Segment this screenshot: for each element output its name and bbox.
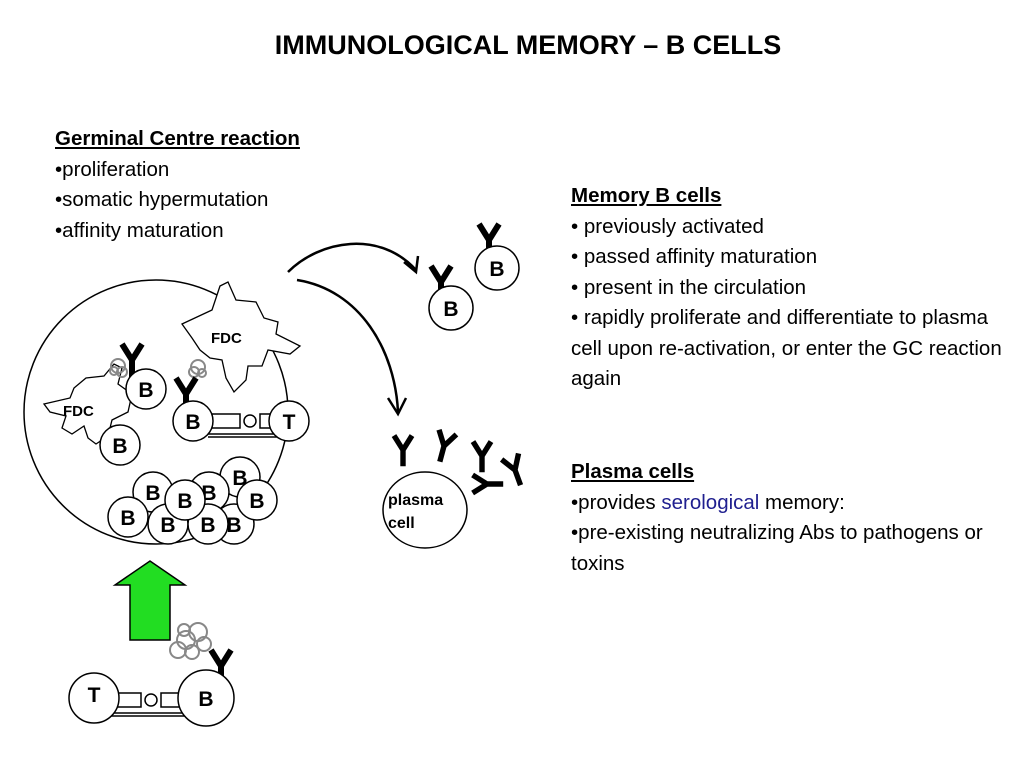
arrowhead-icon	[386, 397, 408, 417]
memory-item: • present in the circulation	[571, 275, 807, 299]
germinal-centre-text: Germinal Centre reaction •proliferation …	[55, 124, 300, 246]
antigen-icon	[109, 358, 128, 378]
plasma-cells-text: Plasma cells •provides serological memor…	[571, 457, 1021, 579]
memory-b-cells-text: Memory B cells • previously activated • …	[571, 181, 1021, 395]
plasma-heading: Plasma cells	[571, 460, 695, 483]
plasma-cell-label: cell	[388, 515, 415, 532]
b-cell-label: B	[112, 435, 127, 458]
plasma-item-prefix: •provides	[571, 490, 662, 514]
b-cell-label: B	[177, 490, 192, 513]
b-cell-label: B	[226, 514, 241, 537]
b-cell-label: B	[443, 298, 458, 321]
up-arrow-icon	[112, 560, 188, 641]
b-cell-label: B	[120, 507, 135, 530]
b-cell-label: B	[138, 379, 153, 402]
b-cell	[172, 400, 214, 442]
fdc-label: FDC	[211, 330, 242, 347]
germinal-item: •affinity maturation	[55, 218, 224, 242]
antibody-icon	[394, 436, 412, 467]
b-cell	[107, 496, 149, 538]
antibody-icon	[502, 453, 529, 488]
antibody-icon	[473, 442, 491, 473]
t-cell	[268, 400, 310, 442]
fdc-shape	[42, 363, 133, 445]
memory-item: • passed affinity maturation	[571, 245, 818, 268]
germinal-item: •proliferation	[55, 157, 170, 181]
t-cell	[68, 672, 120, 724]
plasma-item: •provides serological memory:	[571, 488, 1021, 519]
b-cell-label: B	[198, 688, 213, 711]
fdc-label: FDC	[63, 403, 94, 420]
plasma-cell	[382, 471, 468, 549]
memory-item: • previously activated	[571, 214, 764, 238]
arrow-to-plasma	[296, 278, 400, 413]
t-cell-label: T	[88, 684, 101, 707]
memory-b-cell	[428, 285, 474, 331]
page-title: IMMUNOLOGICAL MEMORY – B CELLS	[274, 30, 782, 60]
antibody-icon	[473, 475, 504, 493]
arrowhead-icon	[403, 255, 420, 275]
b-cell	[236, 479, 278, 521]
t-cell-label: T	[283, 411, 296, 434]
memory-b-cell	[474, 245, 520, 291]
serological-highlight: serological	[661, 490, 760, 514]
b-cell-label: B	[145, 482, 160, 505]
b-cell-label: B	[160, 514, 175, 537]
fdc-shape	[181, 281, 302, 394]
germinal-heading: Germinal Centre reaction	[55, 127, 300, 150]
b-cell	[125, 368, 167, 410]
b-cell-label: B	[200, 514, 215, 537]
b-cell-label: B	[185, 411, 200, 434]
memory-item: • rapidly proliferate and differentiate …	[571, 306, 1002, 390]
b-cell	[99, 424, 141, 466]
antigen-icon	[169, 622, 212, 660]
antigen-icon	[188, 359, 207, 378]
b-cell-label: B	[489, 258, 504, 281]
b-cell-label: B	[249, 490, 264, 513]
plasma-item: •pre-existing neutralizing Abs to pathog…	[571, 521, 983, 575]
b-cell	[164, 479, 206, 521]
plasma-item-suffix: memory:	[759, 490, 845, 514]
antibody-icon	[431, 430, 456, 464]
proliferating-b-cluster: B B B B B B B B B	[107, 456, 278, 545]
arrow-to-memory	[287, 242, 417, 273]
germinal-item: •somatic hypermutation	[55, 188, 269, 211]
b-cell	[177, 669, 235, 727]
memory-heading: Memory B cells	[571, 184, 722, 207]
plasma-cell-label: plasma	[388, 492, 443, 509]
